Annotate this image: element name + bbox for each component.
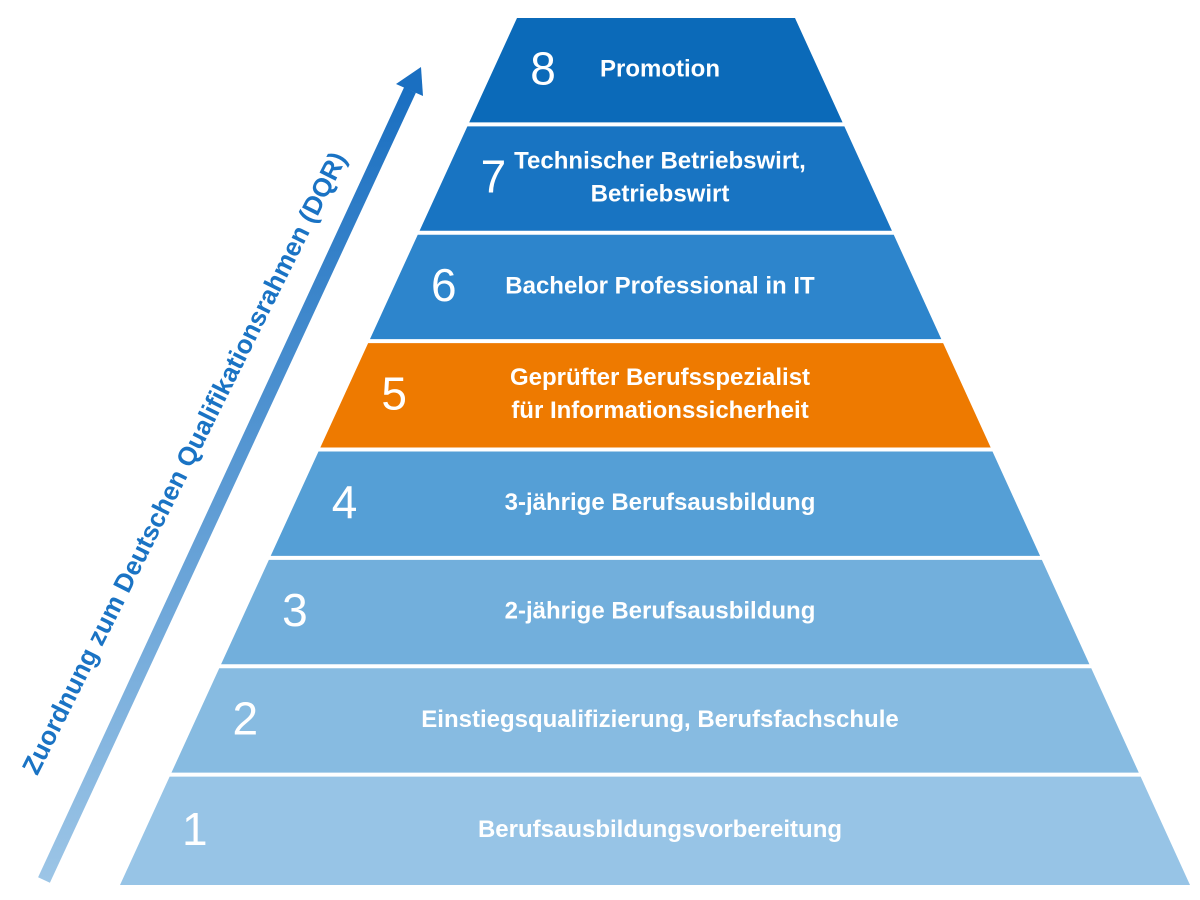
pyramid-level-label: Geprüfter Berufsspezialist — [510, 364, 810, 391]
pyramid-level-label: Betriebswirt — [591, 180, 730, 207]
pyramid-level-band — [320, 343, 991, 448]
pyramid-level-label: Berufsausbildungsvorbereitung — [478, 816, 842, 843]
pyramid-level-band — [270, 451, 1041, 556]
pyramid-level-label: Einstiegsqualifizierung, Berufsfachschul… — [421, 706, 898, 733]
pyramid-level-2: 2 Einstiegsqualifizierung, Berufsfachschu… — [171, 668, 1139, 773]
pyramid-level-number: 5 — [381, 367, 407, 419]
pyramid-level-label: 2-jährige Berufsausbildung — [505, 597, 816, 624]
pyramid-level-label: Bachelor Professional in IT — [505, 272, 815, 299]
pyramid-level-label: Technischer Betriebswirt, — [514, 147, 806, 174]
pyramid-level-band — [419, 126, 892, 231]
pyramid-level-6: 6 Bachelor Professional in IT — [369, 234, 942, 340]
pyramid-level-5: 5 Geprüfter Berufsspezialist für Informati… — [320, 343, 991, 448]
pyramid-level-band — [120, 776, 1190, 885]
pyramid-level-number: 1 — [182, 803, 208, 855]
pyramid-level-4: 4 3-jährige Berufsausbildung — [270, 451, 1041, 556]
pyramid-level-label: Promotion — [600, 56, 720, 83]
pyramid-level-8: 8 Promotion — [469, 18, 843, 123]
pyramid-level-band — [469, 18, 843, 123]
pyramid-level-number: 2 — [233, 693, 259, 745]
pyramid-level-number: 4 — [332, 476, 358, 528]
pyramid-level-label: für Informationssicherheit — [511, 397, 808, 424]
pyramid-level-number: 3 — [282, 584, 308, 636]
pyramid-level-number: 6 — [431, 259, 457, 311]
pyramid: 8 Promotion 7 Technischer Betriebswirt, Betr… — [120, 18, 1190, 885]
pyramid-level-3: 3 2-jährige Berufsausbildung — [221, 559, 1090, 665]
pyramid-level-band — [369, 234, 942, 340]
pyramid-level-1: 1 Berufsausbildungsvorbereitung — [120, 776, 1190, 885]
dqr-arrow — [38, 67, 423, 883]
dqr-arrow-shaft — [38, 87, 416, 883]
pyramid-level-number: 8 — [530, 42, 556, 94]
pyramid-level-7: 7 Technischer Betriebswirt, Betriebswirt — [419, 126, 892, 231]
pyramid-level-band — [171, 668, 1139, 773]
pyramid-level-band — [221, 559, 1090, 665]
dqr-arrow-head — [396, 67, 423, 96]
pyramid-level-label: 3-jährige Berufsausbildung — [505, 489, 816, 516]
pyramid-level-number: 7 — [481, 151, 507, 203]
